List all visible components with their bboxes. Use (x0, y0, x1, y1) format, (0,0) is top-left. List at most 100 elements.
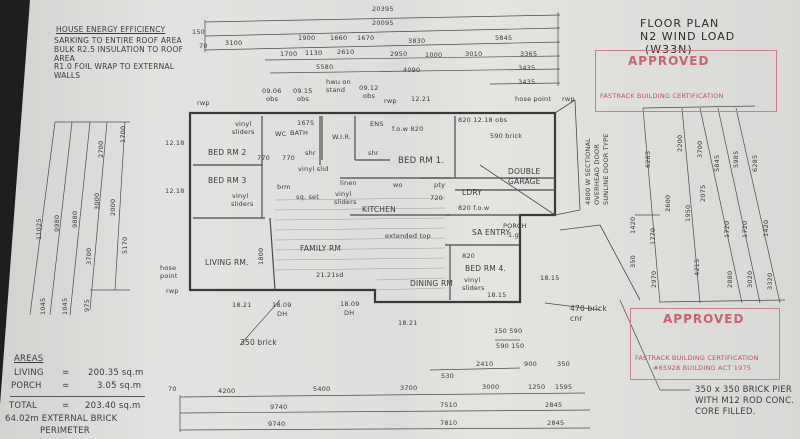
stamp-approved: APPROVED (628, 54, 710, 68)
dimension: 900 (524, 360, 538, 368)
dimension: 5985 (732, 150, 740, 168)
level-label: DH (344, 309, 355, 317)
dimension: 3700 (696, 140, 704, 158)
dimension: 3000 (93, 192, 101, 210)
rwp-label: rwp (562, 95, 575, 103)
dimension: 4090 (403, 66, 421, 74)
dimension: 4215 (693, 258, 701, 276)
dimension: 9740 (270, 403, 288, 411)
garage-door-lines (479, 99, 641, 301)
stamp-company: FASTRACK BUILDING CERTIFICATION (600, 92, 724, 100)
room-bed-3: BED RM 3 (208, 176, 247, 185)
linen-cupboard: linen (340, 179, 357, 187)
stamp-approved: APPROVED (663, 312, 745, 326)
dimension: 590 150 (496, 342, 525, 350)
dimension: 2600 (664, 194, 672, 212)
vinyl-label: vinyl (232, 192, 249, 200)
room-family: FAMILY RM (300, 244, 342, 253)
level-label: obs (266, 95, 279, 103)
level-label: 18.09 (272, 301, 292, 309)
note-line: BULK R2.5 INSULATION TO ROOF (54, 45, 184, 54)
dimension: 770 (282, 154, 296, 162)
level-label: 09.06 (262, 87, 282, 95)
sliders-label: sliders (232, 128, 255, 136)
dimension: 1800 (257, 247, 265, 265)
dimension: 3100 (225, 39, 243, 47)
room-bed-4: BED RM 4. (465, 264, 507, 273)
shower-label: shr (305, 149, 316, 157)
room-porch: PORCH (503, 222, 527, 230)
room-wir: W.I.R. (332, 133, 352, 141)
room-bed-2: BED RM 2 (208, 148, 247, 157)
dimension: 720 (430, 194, 444, 202)
dimension: 1950 (684, 204, 692, 222)
dimension: 20395 (372, 5, 394, 13)
porch-label: PORCH (11, 381, 42, 391)
dimension: 350 (629, 254, 637, 268)
level-label: 12.18 (165, 187, 185, 195)
rwp-label: rwp (166, 287, 179, 295)
dimension: 3435 (518, 64, 536, 72)
fow-label: 820 f.o.w (458, 204, 490, 212)
dimension: 9880 (71, 210, 79, 228)
total-value: 203.40 sq.m (85, 401, 141, 411)
dimension: 7510 (440, 401, 458, 409)
dimension: 150 (192, 28, 206, 36)
dimension: 2000 (109, 198, 117, 216)
hose-point-label: point (160, 272, 178, 280)
note-line: AREA (54, 54, 76, 63)
dimension: 1675 (297, 119, 315, 127)
level-label: 12.18 (165, 139, 185, 147)
dimension: 5170 (121, 236, 129, 254)
room-kitchen: KITCHEN (362, 205, 396, 214)
brick-label: 590 brick (490, 132, 523, 140)
level-label: obs (363, 92, 376, 100)
dimension: 1250 (528, 383, 546, 391)
dimension: 6285 (644, 150, 652, 168)
dimension: 5580 (316, 63, 334, 71)
dimension: 350 (557, 360, 571, 368)
note-line: SARKING TO ENTIRE ROOF AREA (54, 36, 182, 45)
dimension: 6285 (751, 154, 759, 172)
dimension: 1700 (280, 50, 298, 58)
dimension: 4200 (218, 387, 236, 395)
dimension: 5400 (313, 385, 331, 393)
dimension: 2950 (390, 50, 408, 58)
dimension: 1660 (330, 34, 348, 42)
square-set-label: sq. set (296, 193, 319, 201)
garage-door-note: SUNLINE DOOR TYPE (602, 133, 610, 205)
dimension: 1420 (629, 216, 637, 234)
dimension: 3365 (520, 50, 538, 58)
dimension: 70 (168, 385, 177, 393)
dimension: 2200 (676, 134, 684, 152)
equals: = (62, 401, 70, 411)
sliders-label: sliders (231, 200, 254, 208)
shower-label: shr (368, 149, 379, 157)
dimension: 1670 (357, 34, 375, 42)
room-entry: SA ENTRY (472, 228, 511, 237)
dimension: 1420 (762, 219, 770, 237)
garage-door-note: OVERHEAD DOOR (593, 144, 601, 205)
dimension: 820 (462, 252, 476, 260)
hwu-label: hwu on (326, 78, 351, 86)
pier-note: CORE FILLED. (695, 407, 756, 417)
floor-tile-hatching (274, 197, 446, 291)
room-dining: DINING RM (410, 279, 454, 288)
level-label: 18.21 (232, 301, 252, 309)
dimension: 11025 (35, 218, 43, 240)
dimension: 975 (83, 298, 91, 312)
room-ens: ENS (370, 120, 384, 128)
total-label: TOTAL (9, 401, 37, 411)
dimension: 2700 (97, 140, 105, 158)
rwp-label: rwp (384, 97, 397, 105)
living-label: LIVING (14, 368, 44, 378)
sliders-label: sliders (462, 284, 485, 292)
sliders-label: sliders (334, 198, 357, 206)
pier-note: WITH M12 ROD CONC. (695, 396, 795, 406)
left-dimension-lines (29, 121, 130, 316)
dimension: 7810 (440, 419, 458, 427)
level-label: DH (277, 310, 288, 318)
room-bath: BATH (290, 129, 309, 137)
dimension: 1045 (61, 297, 69, 315)
